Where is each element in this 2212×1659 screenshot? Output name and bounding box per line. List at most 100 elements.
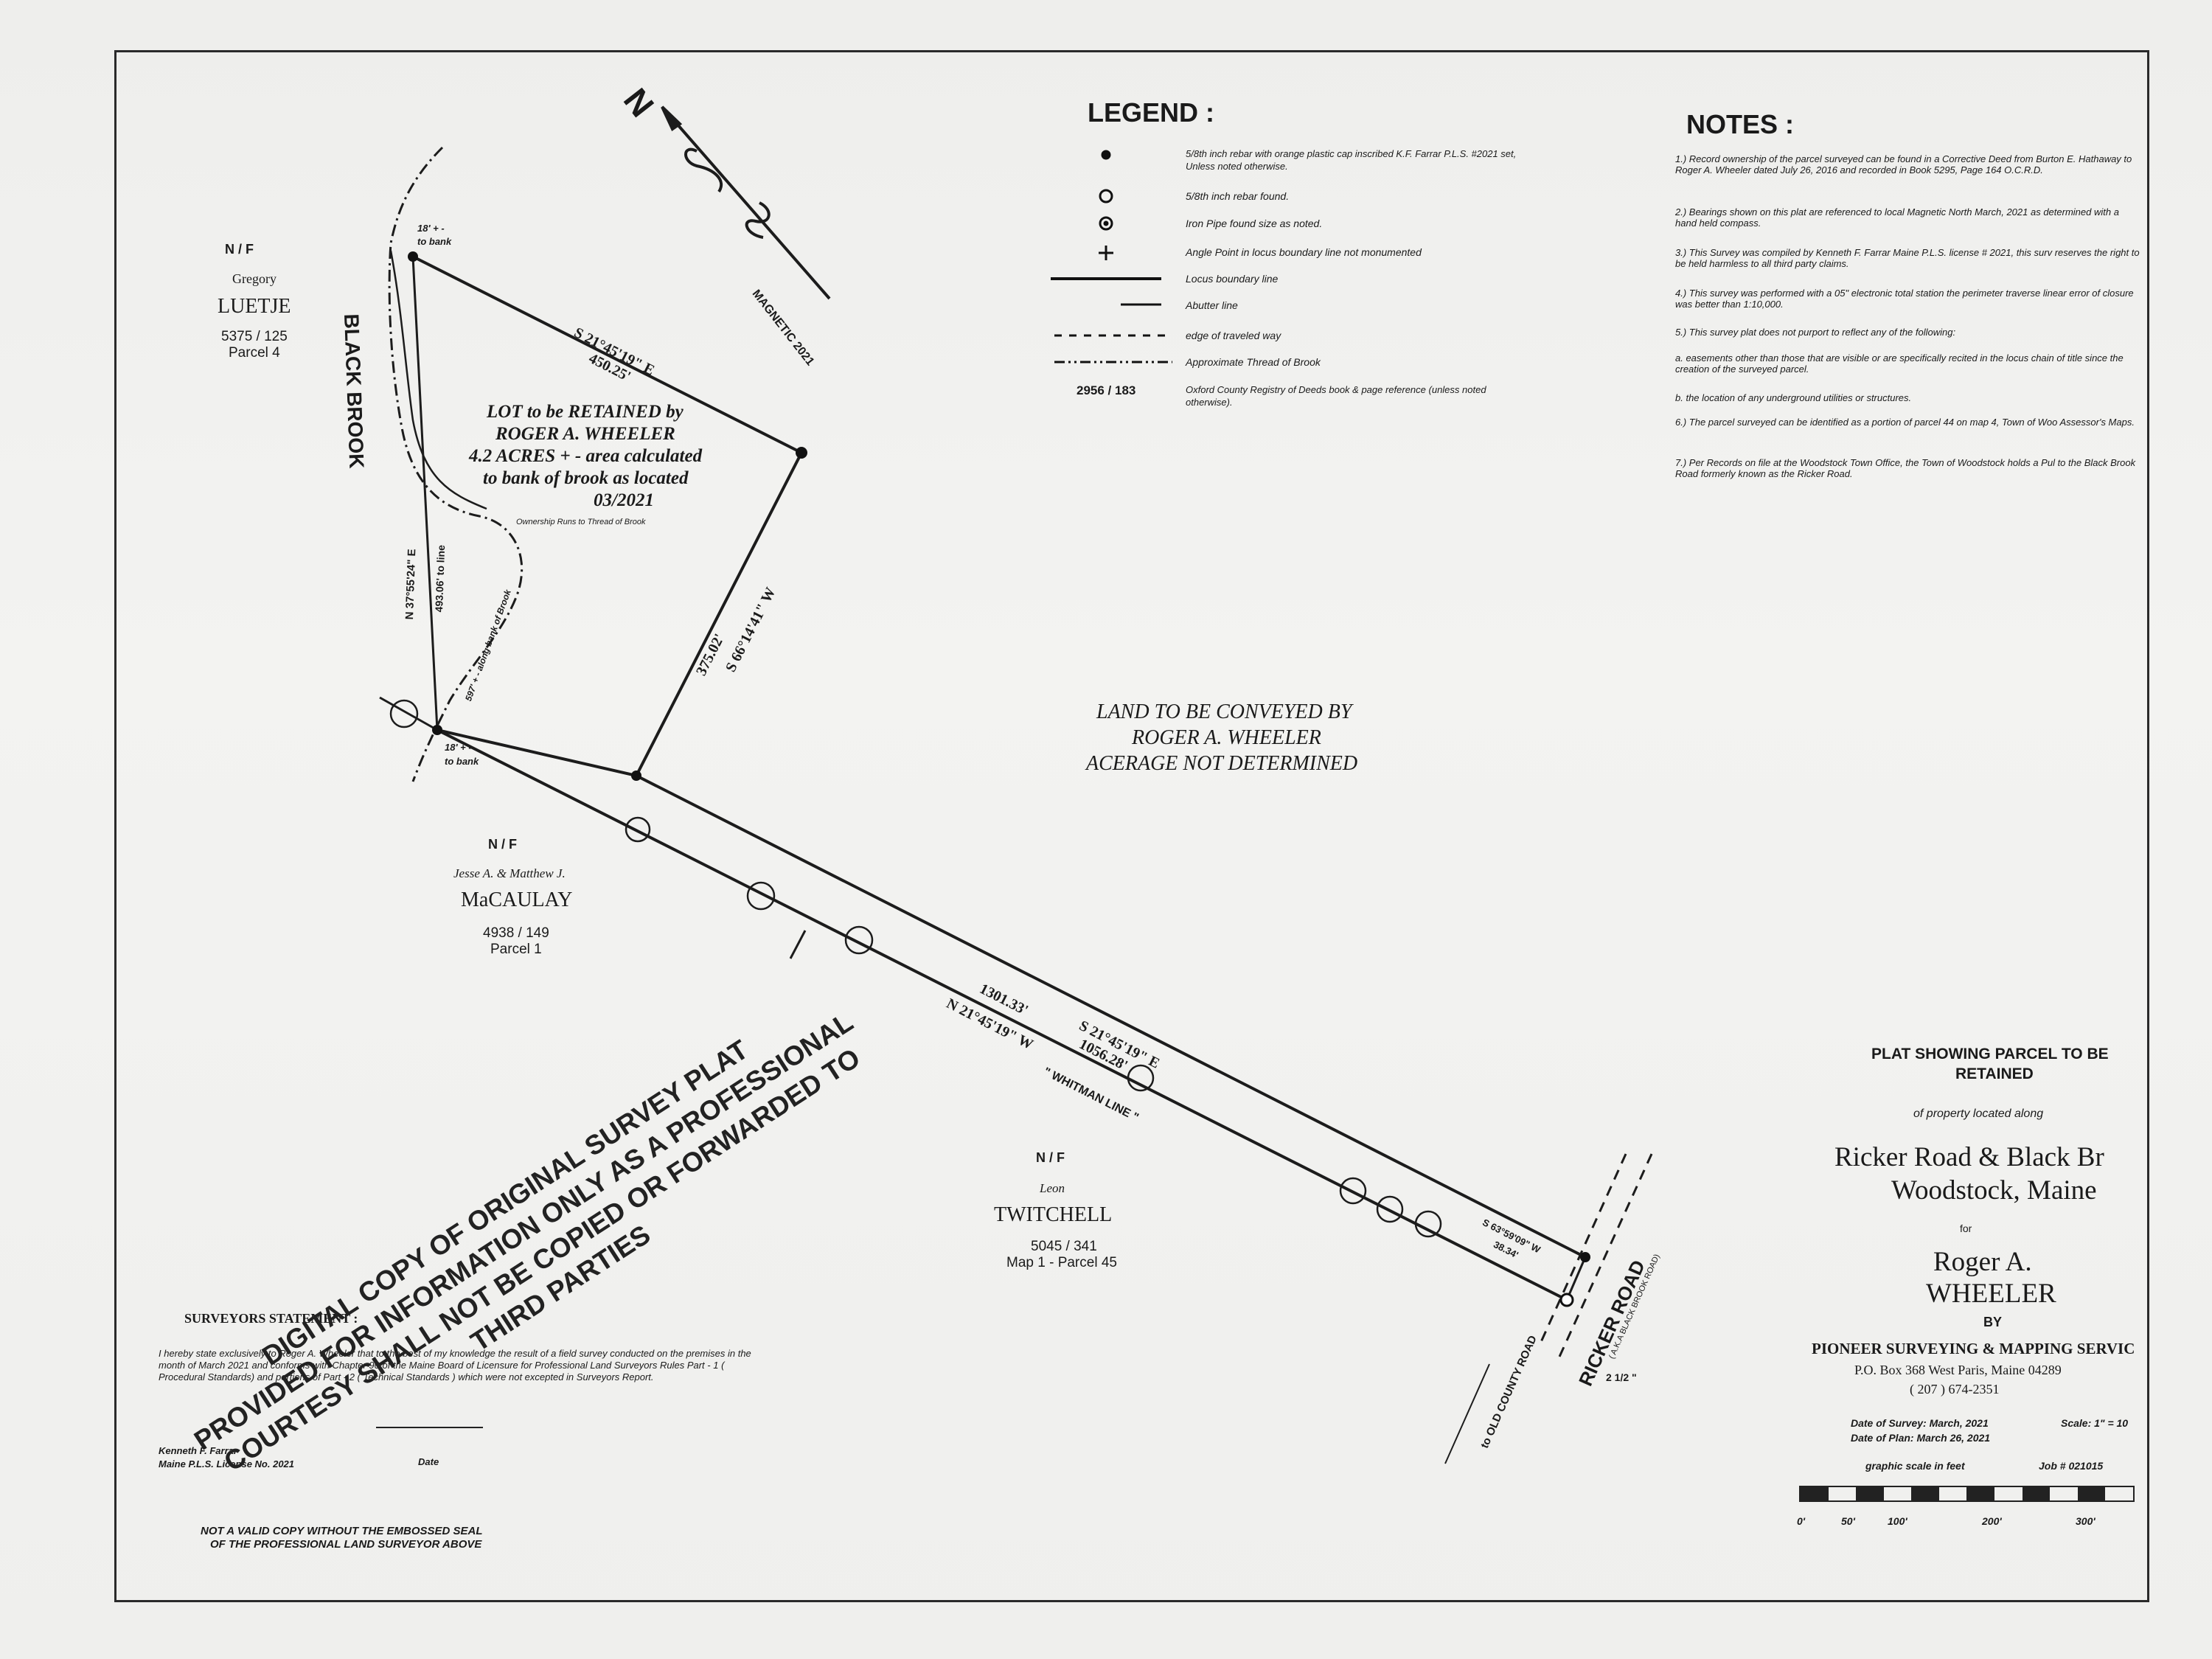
macaulay-ref: 4938 / 149 <box>483 925 549 941</box>
note-item: 3.) This Survey was compiled by Kenneth … <box>1675 247 2140 269</box>
abutter-line <box>379 696 438 731</box>
luetje-parcel: Parcel 4 <box>229 345 280 361</box>
graphic-scale-label: graphic scale in feet <box>1865 1460 1965 1472</box>
tree-symbol <box>625 816 651 843</box>
west-boundary-line <box>411 256 439 731</box>
company-phone: ( 207 ) 674-2351 <box>1910 1382 2000 1397</box>
job-number: Job # 021015 <box>2039 1460 2104 1472</box>
title-owner-1: Roger A. <box>1933 1247 2032 1277</box>
lot-line-3: 4.2 ACRES + - area calculated <box>469 446 703 466</box>
strip-road-line <box>1565 1256 1587 1301</box>
plat-border <box>114 50 2149 1602</box>
legend-item-label: Oxford County Registry of Deeds book & p… <box>1186 384 1486 408</box>
legend-item-label: 5/8th inch rebar with orange plastic cap… <box>1186 148 1517 172</box>
tree-symbol <box>844 925 874 955</box>
brook-bank-line <box>389 250 487 510</box>
title-location: Ricker Road & Black Br <box>1834 1142 2104 1172</box>
luetje-first: Gregory <box>232 271 276 286</box>
note-item: a. easements other than those that are v… <box>1675 352 2124 375</box>
lot-line-5: 03/2021 <box>594 490 654 510</box>
luetje-nf: N / F <box>225 242 254 257</box>
macaulay-parcel: Parcel 1 <box>490 942 542 957</box>
signature-line <box>376 1427 483 1428</box>
tree-symbol <box>1339 1177 1367 1205</box>
lot-line-1: LOT to be RETAINED by <box>487 402 684 422</box>
filled-dot-icon <box>1101 150 1111 160</box>
surveyor-license: Maine P.L.S. License No. 2021 <box>159 1458 295 1470</box>
notes-title: NOTES : <box>1686 109 1795 139</box>
note-item: 5.) This survey plat does not purport to… <box>1675 327 1956 338</box>
title-line-2: RETAINED <box>1955 1065 2034 1082</box>
twitchell-first: Leon <box>1040 1181 1065 1195</box>
west-line-bearing: N 37°55'24" E <box>403 549 419 620</box>
note-item: 7.) Per Records on file at the Woodstock… <box>1675 457 2136 479</box>
abutter-tick <box>789 930 807 959</box>
rebar-set-marker <box>631 771 641 781</box>
title-by: BY <box>1983 1315 2003 1329</box>
macaulay-first: Jesse A. & Matthew J. <box>453 866 566 880</box>
road-edge-line-1 <box>1558 1153 1653 1357</box>
tree-symbol <box>1127 1064 1155 1092</box>
rebar-set-marker <box>1580 1252 1590 1262</box>
tie-bottom-dist: 18' + - <box>445 742 472 753</box>
convey-line-1: LAND TO BE CONVEYED BY <box>1096 700 1352 723</box>
lot-line-4: to bank of brook as located <box>483 468 689 488</box>
strip-north-line <box>636 774 1586 1259</box>
tree-symbol <box>746 881 776 911</box>
signature-date-label: Date <box>418 1456 439 1467</box>
scale-tick-label: 100' <box>1888 1515 1907 1527</box>
date-of-plan: Date of Plan: March 26, 2021 <box>1851 1432 1991 1444</box>
convey-line-2: ROGER A. WHEELER <box>1132 726 1321 749</box>
tree-symbol <box>1376 1195 1404 1223</box>
rebar-set-marker <box>408 251 418 262</box>
convey-line-3: ACERAGE NOT DETERMINED <box>1086 752 1358 775</box>
company-address: P.O. Box 368 West Paris, Maine 04289 <box>1854 1363 2062 1377</box>
rebar-set-marker <box>432 725 442 735</box>
old-county-road-line <box>1444 1363 1490 1464</box>
scale-tick-label: 50' <box>1841 1515 1855 1527</box>
title-owner-2: WHEELER <box>1926 1279 2056 1309</box>
twitchell-nf: N / F <box>1036 1150 1065 1165</box>
twitchell-ref: 5045 / 341 <box>1031 1239 1097 1254</box>
legend-item-label: 5/8th inch rebar found. <box>1186 190 1290 202</box>
target-circle-icon <box>1099 216 1113 231</box>
macaulay-nf: N / F <box>488 837 517 852</box>
scale-tick-label: 200' <box>1982 1515 2002 1527</box>
legend-item-label: Abutter line <box>1186 299 1238 311</box>
note-item: 6.) The parcel surveyed can be identifie… <box>1675 417 2135 428</box>
twitchell-parcel: Map 1 - Parcel 45 <box>1006 1255 1117 1270</box>
scale-label: Scale: 1" = 10 <box>2061 1417 2129 1429</box>
lot-line-2: ROGER A. WHEELER <box>495 424 675 444</box>
tie-bottom-label: to bank <box>445 756 479 767</box>
title-town: Woodstock, Maine <box>1891 1175 2097 1206</box>
title-line-3: of property located along <box>1913 1107 2044 1120</box>
invalid-copy-line-2: OF THE PROFESSIONAL LAND SURVEYOR ABOVE <box>210 1538 482 1551</box>
note-item: 4.) This survey was performed with a 05"… <box>1675 288 2134 310</box>
note-item: b. the location of any underground utili… <box>1675 392 1912 403</box>
scale-tick-label: 0' <box>1797 1515 1806 1527</box>
legend-item-label: Iron Pipe found size as noted. <box>1186 218 1323 229</box>
tie-top-label: to bank <box>417 236 452 247</box>
north-arrow <box>661 105 831 300</box>
graphic-scale-bar <box>1799 1486 2135 1502</box>
title-for: for <box>1960 1222 1972 1234</box>
legend-item-label: Angle Point in locus boundary line not m… <box>1186 246 1422 258</box>
tree-symbol <box>1414 1210 1442 1238</box>
deed-ref-symbol: 2956 / 183 <box>1077 383 1136 397</box>
open-circle-icon <box>1099 189 1113 204</box>
note-item: 1.) Record ownership of the parcel surve… <box>1675 153 2132 175</box>
rebar-found-marker <box>1559 1293 1574 1307</box>
luetje-last: LUETJE <box>218 295 291 318</box>
legend-title: LEGEND : <box>1088 97 1215 128</box>
statement-body: I hereby state exclusively to Roger A. W… <box>159 1348 751 1382</box>
brook-thread-line <box>388 146 524 782</box>
legend-item-label: Locus boundary line <box>1186 273 1279 285</box>
note-item: 2.) Bearings shown on this plat are refe… <box>1675 206 2119 229</box>
legend-item-label: Approximate Thread of Brook <box>1186 356 1321 368</box>
scale-tick-label: 300' <box>2076 1515 2096 1527</box>
ownership-note: Ownership Runs to Thread of Brook <box>516 518 646 526</box>
twitchell-last: TWITCHELL <box>994 1203 1113 1226</box>
rebar-set-marker <box>796 447 807 459</box>
